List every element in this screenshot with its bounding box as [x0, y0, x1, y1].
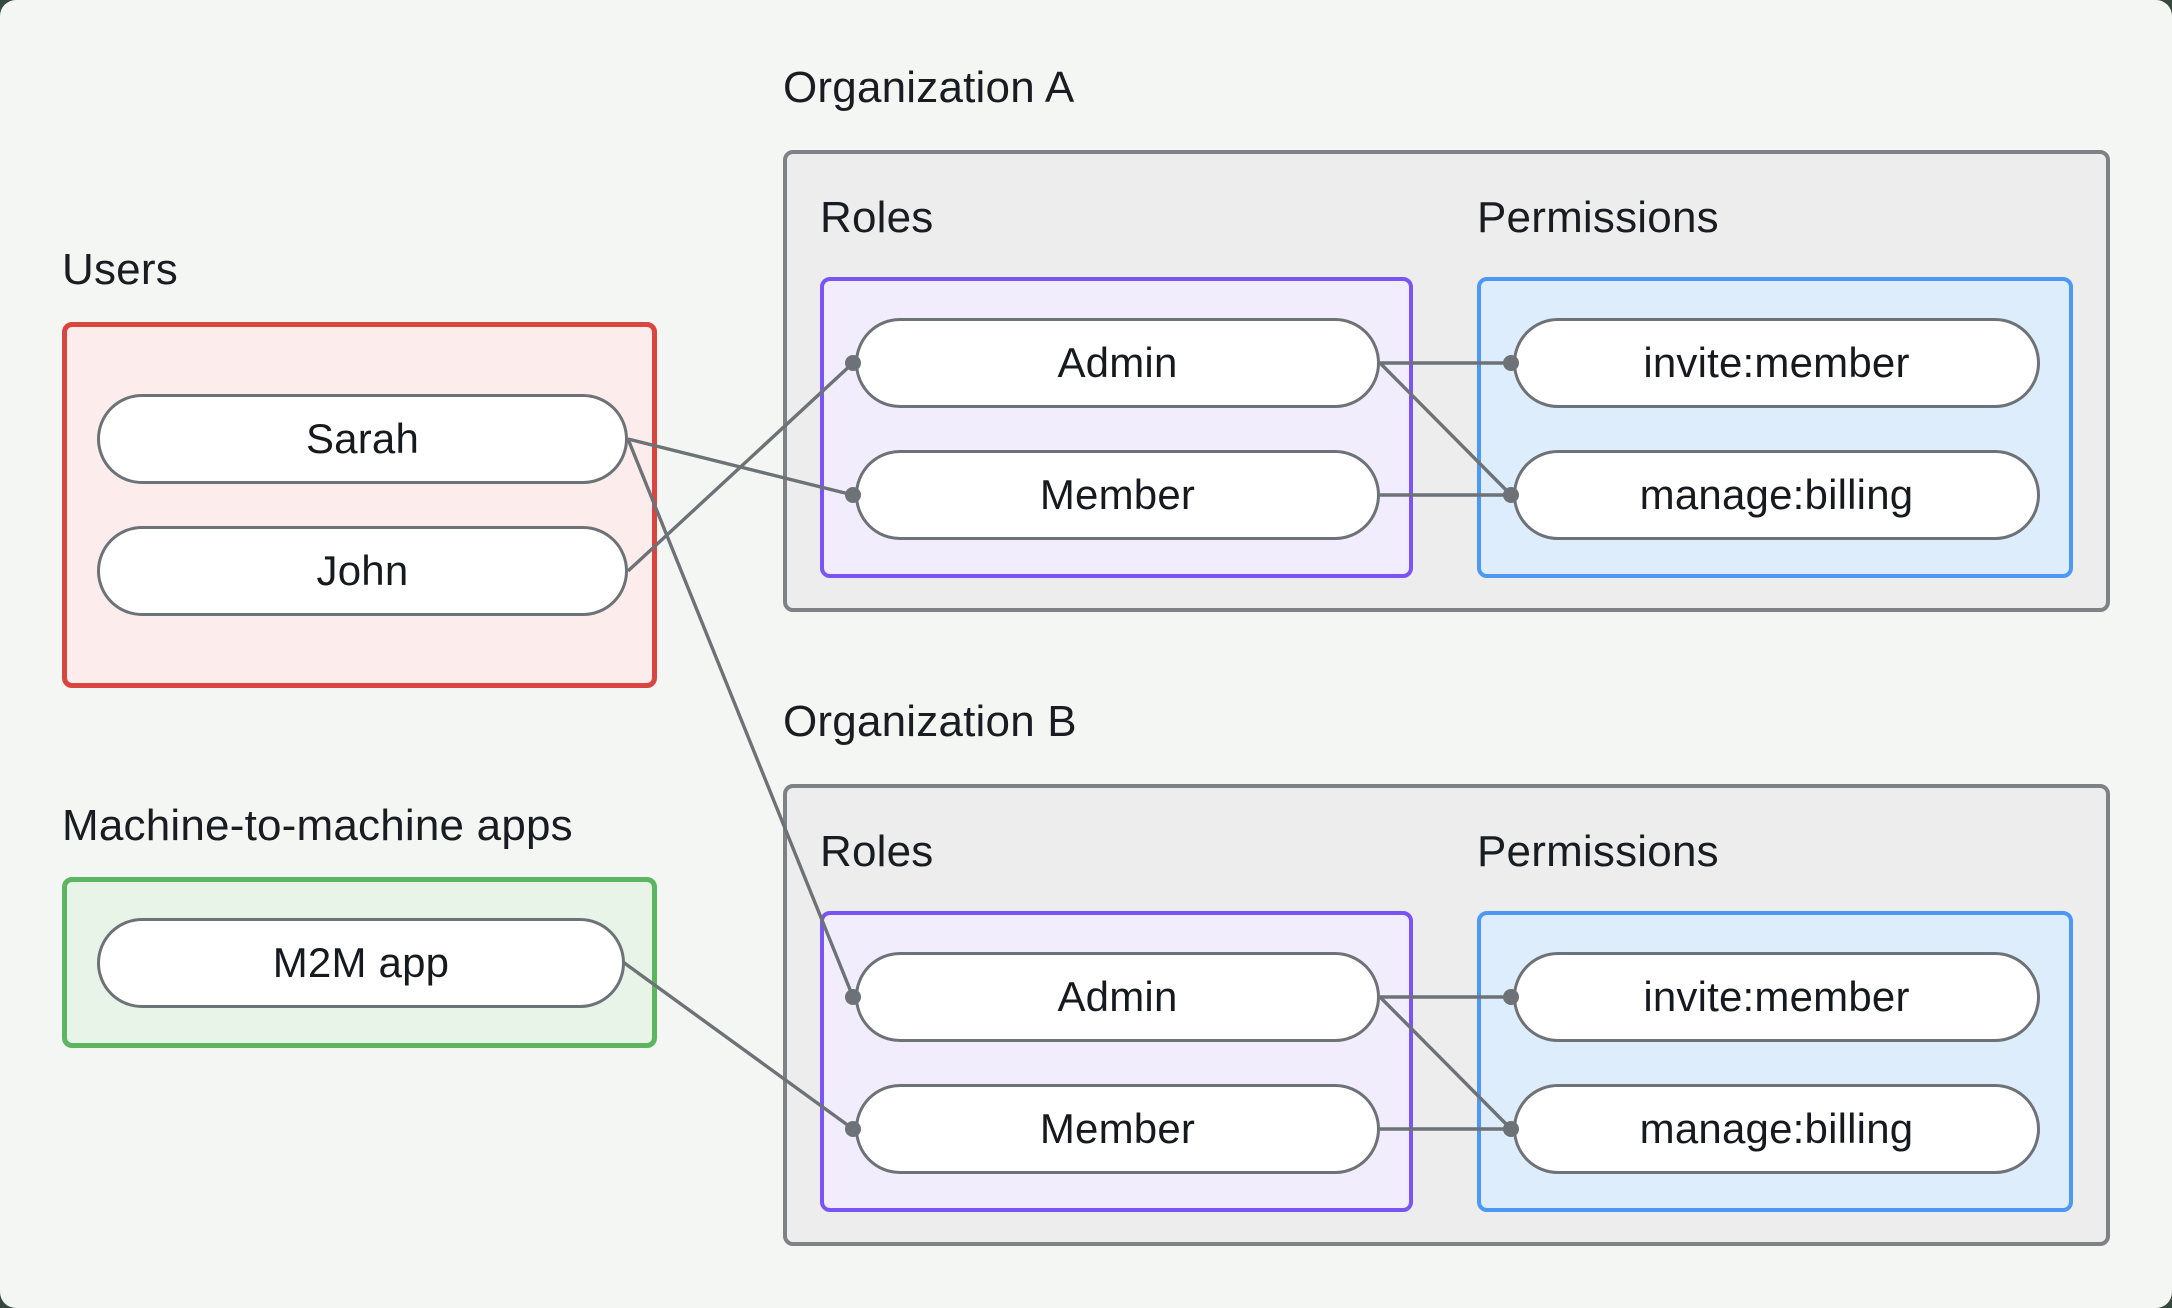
org-b-title: Organization B — [783, 697, 1077, 746]
org-b-permissions-label: Permissions — [1477, 827, 1719, 876]
org-a-role-member-label: Member — [1039, 471, 1196, 518]
org-b-role-member-label: Member — [1039, 1105, 1196, 1152]
org-b-role-admin: Admin — [855, 952, 1380, 1042]
org-b-permission-invite-member: invite:member — [1513, 952, 2040, 1042]
org-a-permission-invite-member-label: invite:member — [1643, 339, 1910, 386]
org-a-roles-label: Roles — [820, 193, 934, 242]
user-node-sarah: Sarah — [97, 394, 628, 484]
org-a-role-admin-label: Admin — [1057, 339, 1178, 386]
org-b-permission-manage-billing-label: manage:billing — [1639, 1105, 1914, 1152]
org-a-permission-manage-billing: manage:billing — [1513, 450, 2040, 540]
m2m-group-title: Machine-to-machine apps — [62, 801, 573, 850]
user-node-john-label: John — [316, 547, 409, 594]
org-a-role-admin: Admin — [855, 318, 1380, 408]
user-node-john: John — [97, 526, 628, 616]
org-a-permission-invite-member: invite:member — [1513, 318, 2040, 408]
users-group-box — [62, 322, 657, 688]
org-a-permissions-label: Permissions — [1477, 193, 1719, 242]
m2m-node-app-label: M2M app — [272, 939, 450, 986]
org-b-role-admin-label: Admin — [1057, 973, 1178, 1020]
org-b-roles-label: Roles — [820, 827, 934, 876]
m2m-node-app: M2M app — [97, 918, 625, 1008]
org-b-role-member: Member — [855, 1084, 1380, 1174]
org-b-permission-invite-member-label: invite:member — [1643, 973, 1910, 1020]
org-a-role-member: Member — [855, 450, 1380, 540]
org-a-title: Organization A — [783, 63, 1075, 112]
users-group-title: Users — [62, 245, 178, 294]
user-node-sarah-label: Sarah — [305, 415, 420, 462]
org-a-permission-manage-billing-label: manage:billing — [1639, 471, 1914, 518]
org-b-permission-manage-billing: manage:billing — [1513, 1084, 2040, 1174]
